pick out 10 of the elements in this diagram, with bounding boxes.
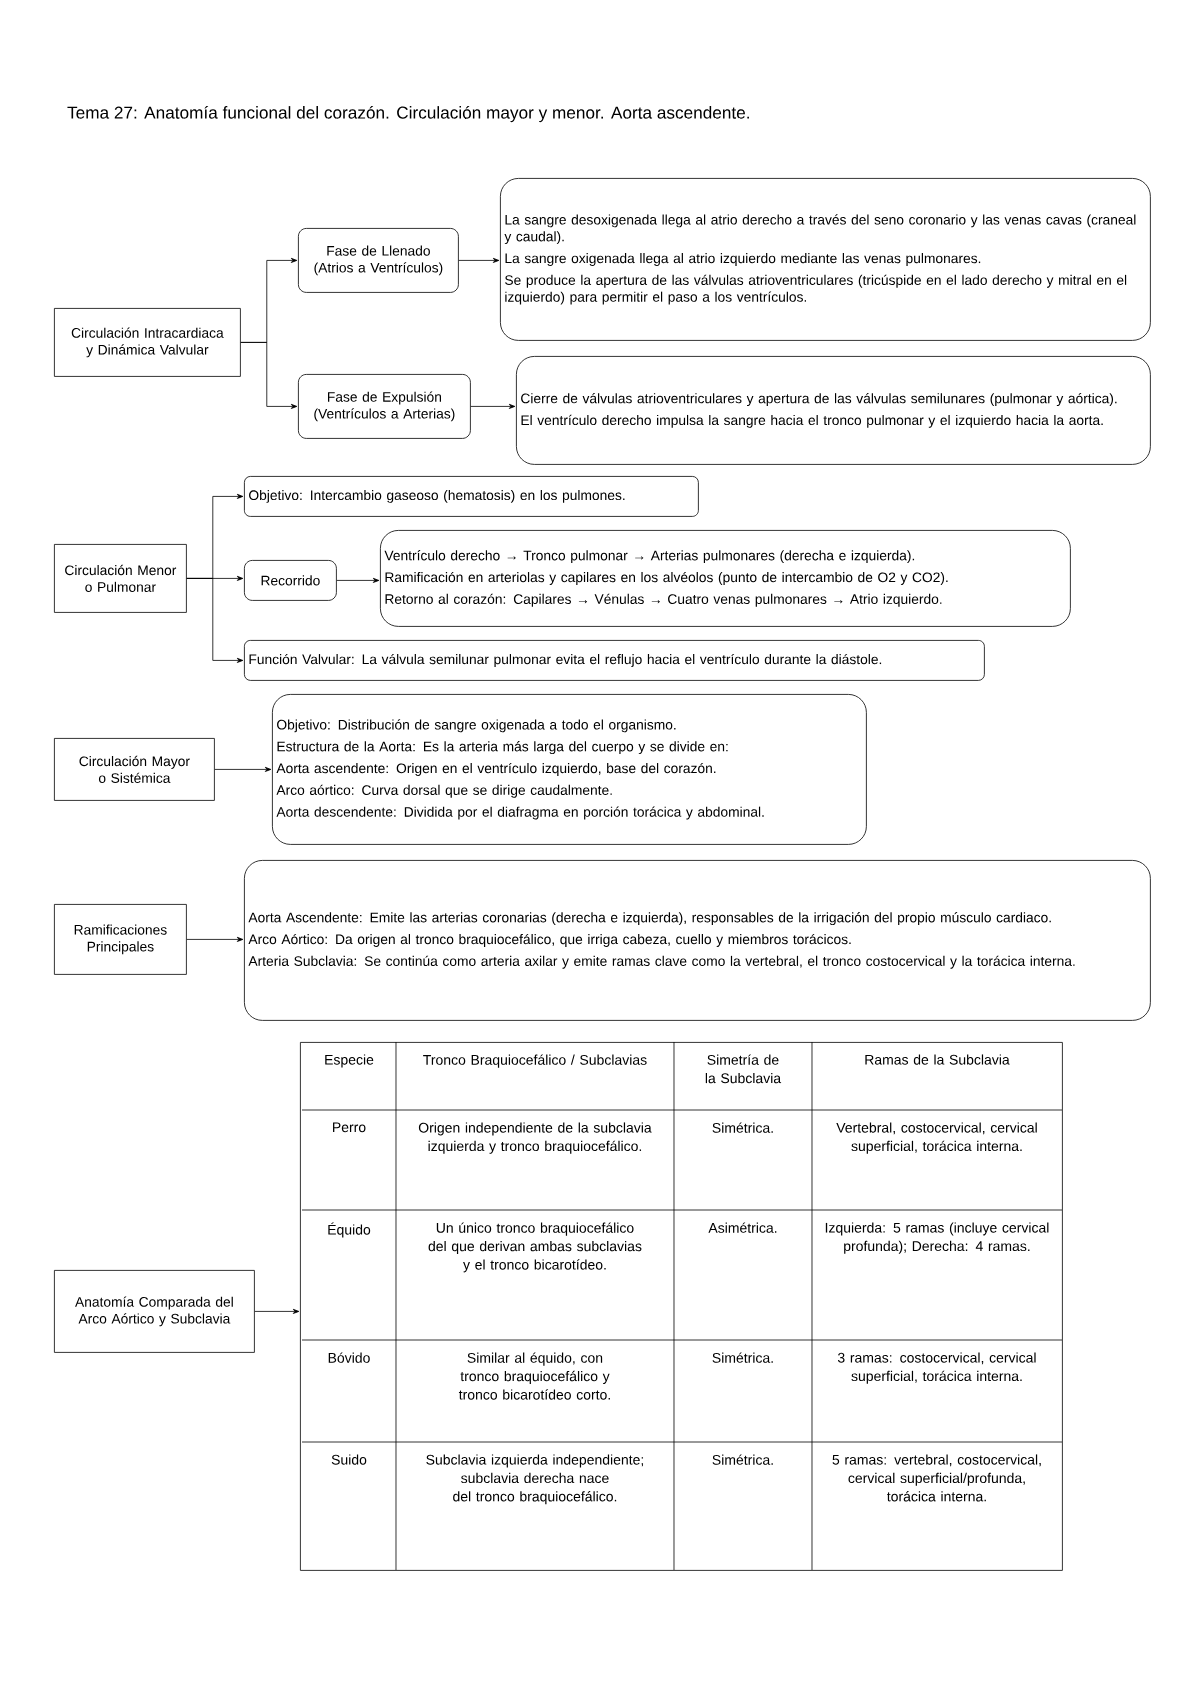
arrow: [186, 936, 244, 942]
comparison-table: [300, 1042, 1063, 1571]
arrow: [240, 342, 298, 409]
arrow: [470, 403, 516, 409]
arrow: [254, 1308, 300, 1314]
arrow: [336, 577, 380, 583]
title: Tema 27: Anatomía funcional del corazón. Circulación mayor y menor. Aorta ascendente.: [67, 105, 749, 123]
arrow: [186, 578, 244, 663]
arrow: [214, 766, 272, 772]
arrow: [458, 257, 500, 263]
